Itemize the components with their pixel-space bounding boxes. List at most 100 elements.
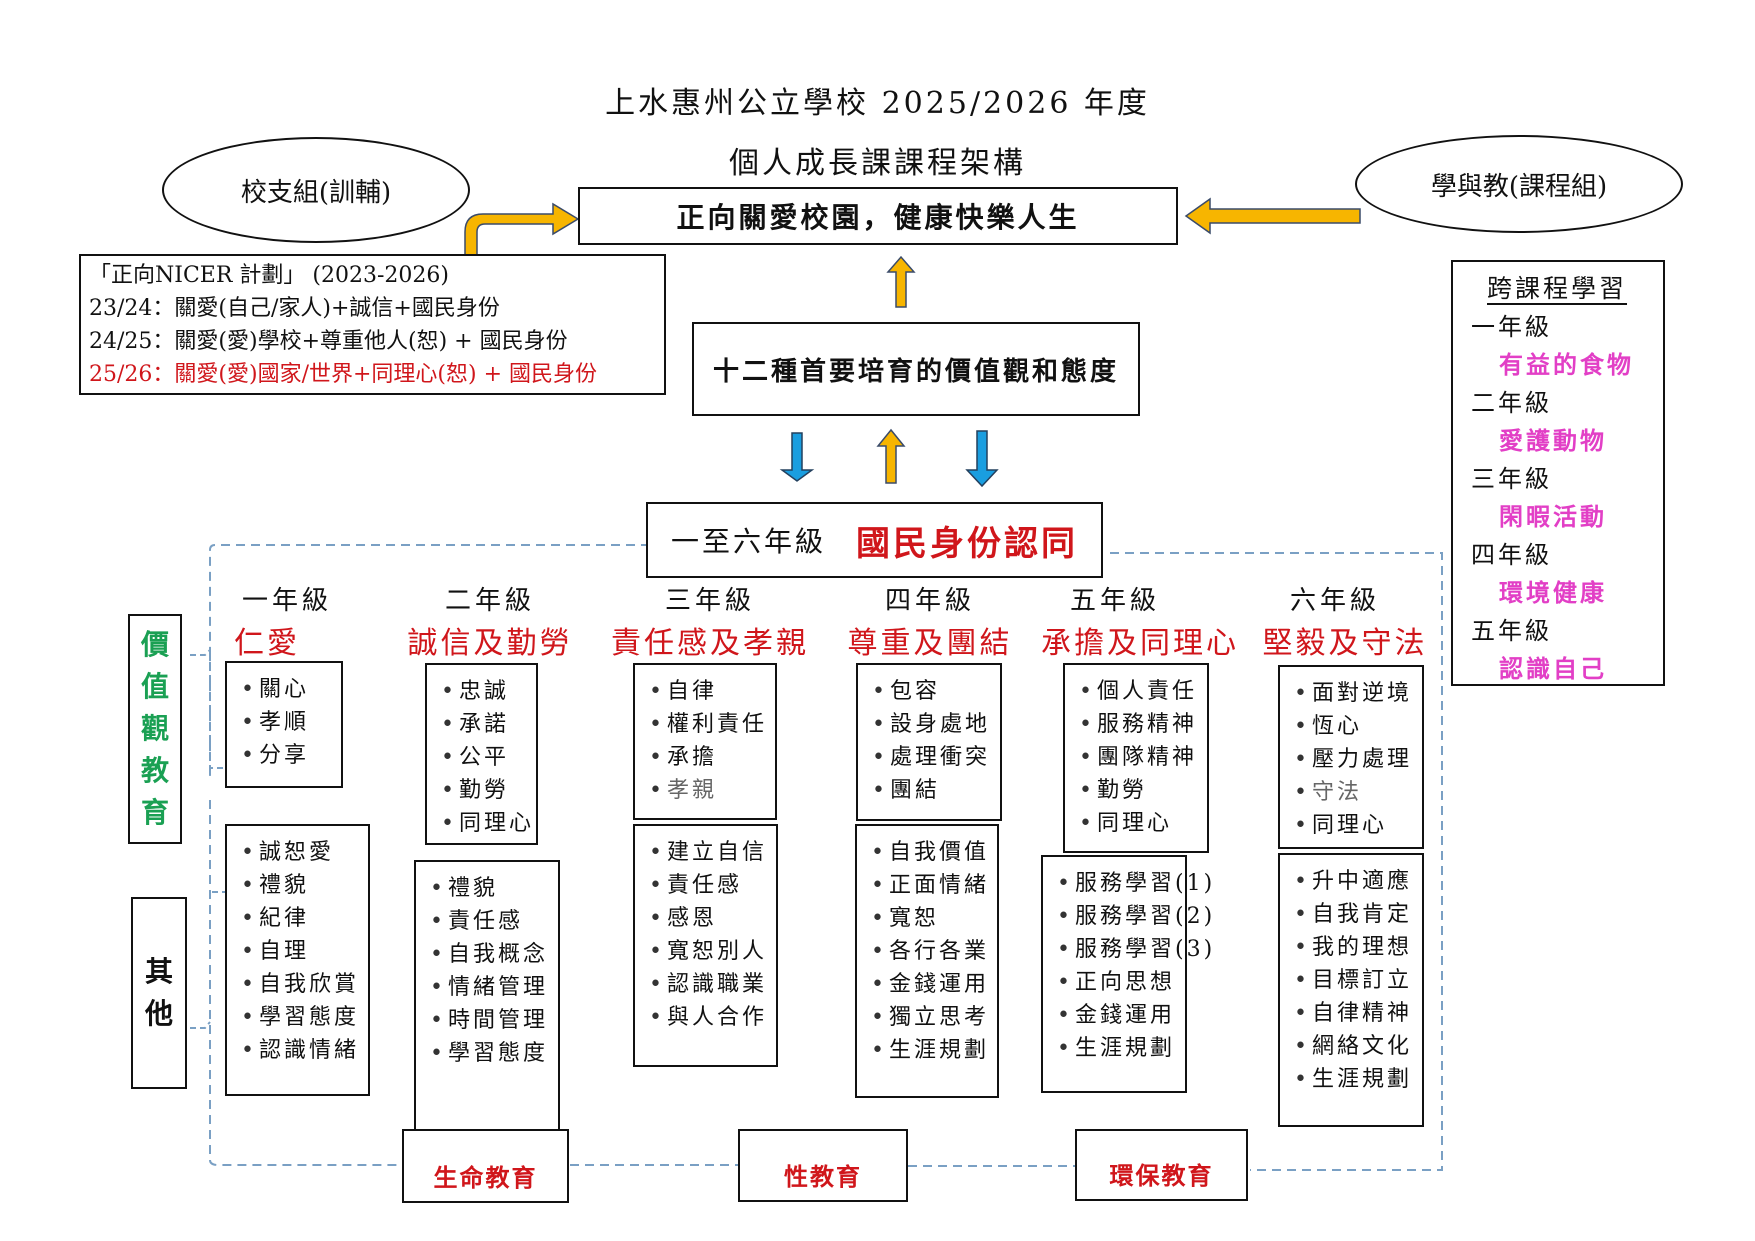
list-item: 面對逆境: [1294, 677, 1422, 710]
nicer-plan-box: 「正向NICER 計劃」 (2023-2026) 23/24：關愛(自己/家人)…: [79, 254, 666, 395]
school-title: 上水惠州公立學校 2025/2026 年度: [605, 86, 1150, 121]
cross-curricular-box: 跨課程學習 一年級有益的食物二年級愛護動物三年級閑暇活動四年級環境健康五年級認識…: [1451, 260, 1665, 686]
list-item: 感恩: [649, 902, 776, 935]
list-item: 同理心: [1079, 807, 1207, 840]
list-item: 壓力處理: [1294, 743, 1422, 776]
list-item: 忠誠: [441, 675, 536, 708]
core-values-text: 十二種首要培育的價值觀和態度: [712, 356, 1119, 387]
list-item: 處理衝突: [872, 741, 1000, 774]
environmental-education-label: 環保教育: [1109, 1161, 1214, 1190]
list-item: 團隊精神: [1079, 741, 1207, 774]
list-item: 包容: [872, 675, 1000, 708]
list-item: 責任感: [649, 869, 776, 902]
list-item: 自理: [241, 935, 368, 968]
life-education-box: 生命教育: [402, 1129, 569, 1203]
list-item: 金錢運用: [871, 968, 997, 1001]
school-support-group-ellipse: 校支組(訓輔): [162, 137, 470, 243]
list-item: 承擔: [649, 741, 775, 774]
nicer-plan-line: 24/25：關愛(愛)學校+尊重他人(恕) + 國民身份: [89, 329, 568, 354]
values-list-box: 個人責任服務精神團隊精神勤勞同理心: [1063, 663, 1209, 853]
framework-title: 個人成長課課程架構: [729, 146, 1026, 181]
grade-theme: 仁愛: [234, 626, 300, 661]
grade-label: 一年級: [241, 586, 332, 616]
cross-curricular-grade: 四年級: [1471, 541, 1552, 569]
list-item: 禮貌: [430, 872, 558, 905]
list-item: 學習態度: [430, 1037, 558, 1070]
list-item: 承諾: [441, 708, 536, 741]
list-item: 紀律: [241, 902, 368, 935]
nicer-plan-line: 23/24：關愛(自己/家人)+誠信+國民身份: [89, 296, 500, 321]
grade-label: 五年級: [1069, 586, 1160, 616]
list-item: 服務學習(1): [1057, 867, 1212, 900]
list-item: 公平: [441, 741, 536, 774]
others-list-box: 建立自信責任感感恩寬恕別人認識職業與人合作: [633, 824, 778, 1067]
nicer-plan-line-current: 25/26：關愛(愛)國家/世界+同理心(恕) + 國民身份: [89, 362, 597, 387]
values-brace: [190, 649, 225, 769]
list-item: 金錢運用: [1057, 999, 1185, 1032]
list-item: 同理心: [441, 807, 536, 840]
others-label: 其他: [131, 897, 187, 1089]
others-list-box: 禮貌責任感自我概念情緒管理時間管理學習態度: [414, 860, 560, 1131]
list-item: 自我肯定: [1294, 898, 1422, 931]
list-item: 自我價值: [871, 836, 997, 869]
grade-label: 二年級: [444, 586, 535, 616]
learning-teaching-group-ellipse: 學與教(課程組): [1355, 135, 1683, 233]
cross-curricular-list: 一年級有益的食物二年級愛護動物三年級閑暇活動四年級環境健康五年級認識自己: [1471, 308, 1663, 688]
cross-curricular-topic: 認識自己: [1499, 654, 1607, 683]
list-item: 同理心: [1294, 809, 1422, 842]
list-item: 我的理想: [1294, 931, 1422, 964]
grade-theme: 誠信及勤勞: [407, 626, 573, 661]
list-item: 各行各業: [871, 935, 997, 968]
list-item: 責任感: [430, 905, 558, 938]
list-item: 服務精神: [1079, 708, 1207, 741]
cross-curricular-topic: 愛護動物: [1499, 426, 1607, 455]
dashed-frame-left: [209, 800, 402, 1166]
list-item: 分享: [241, 739, 341, 772]
list-item: 自我欣賞: [241, 968, 368, 1001]
cross-curricular-grade: 五年級: [1471, 617, 1552, 645]
list-item: 寬恕別人: [649, 935, 776, 968]
others-list-box: 自我價值正面情緒寬恕各行各業金錢運用獨立思考生涯規劃: [855, 824, 999, 1098]
environmental-education-box: 環保教育: [1075, 1129, 1248, 1201]
up-arrow-middle: [876, 428, 906, 484]
list-item: 正面情緒: [871, 869, 997, 902]
values-list-box: 包容設身處地處理衝突團結: [856, 663, 1002, 821]
grade-theme: 尊重及團結: [847, 626, 1013, 661]
cross-curricular-grade: 一年級: [1471, 313, 1552, 341]
top-goal-text: 正向關愛校園，健康快樂人生: [676, 201, 1080, 234]
list-item: 服務學習(3): [1057, 933, 1212, 966]
cross-curricular-title: 跨課程學習: [1487, 274, 1628, 303]
list-item: 學習態度: [241, 1001, 368, 1034]
list-item: 守法: [1294, 776, 1422, 809]
list-item: 禮貌: [241, 869, 368, 902]
list-item: 時間管理: [430, 1004, 558, 1037]
others-char: 他: [144, 997, 173, 1030]
sex-education-box: 性教育: [738, 1129, 908, 1202]
list-item: 權利責任: [649, 708, 775, 741]
left-arrow: [1184, 197, 1361, 235]
dashed-frame-right-top: [1110, 552, 1443, 1171]
list-item: 生涯規劃: [1294, 1063, 1422, 1096]
core-values-box: 十二種首要培育的價值觀和態度: [692, 322, 1140, 416]
school-support-group-label: 校支組(訓輔): [240, 177, 392, 208]
list-item: 設身處地: [872, 708, 1000, 741]
list-item: 生涯規劃: [1057, 1032, 1185, 1065]
list-item: 正向思想: [1057, 966, 1185, 999]
list-item: 恆心: [1294, 710, 1422, 743]
list-item: 認識情緒: [241, 1034, 368, 1067]
list-item: 孝親: [649, 774, 775, 807]
cross-curricular-topic: 有益的食物: [1499, 350, 1634, 379]
cross-curricular-grade: 二年級: [1471, 389, 1552, 417]
list-item: 自律精神: [1294, 997, 1422, 1030]
grade-label: 三年級: [664, 586, 755, 616]
list-item: 獨立思考: [871, 1001, 997, 1034]
national-identity-box: 一至六年級 國民身份認同: [646, 502, 1103, 578]
grade-theme: 堅毅及守法: [1262, 626, 1428, 661]
list-item: 關心: [241, 673, 341, 706]
values-list-box: 面對逆境恆心壓力處理守法同理心: [1278, 665, 1424, 849]
down-arrow-left: [779, 432, 815, 482]
list-item: 寬恕: [871, 902, 997, 935]
list-item: 團結: [872, 774, 1000, 807]
list-item: 生涯規劃: [871, 1034, 997, 1067]
